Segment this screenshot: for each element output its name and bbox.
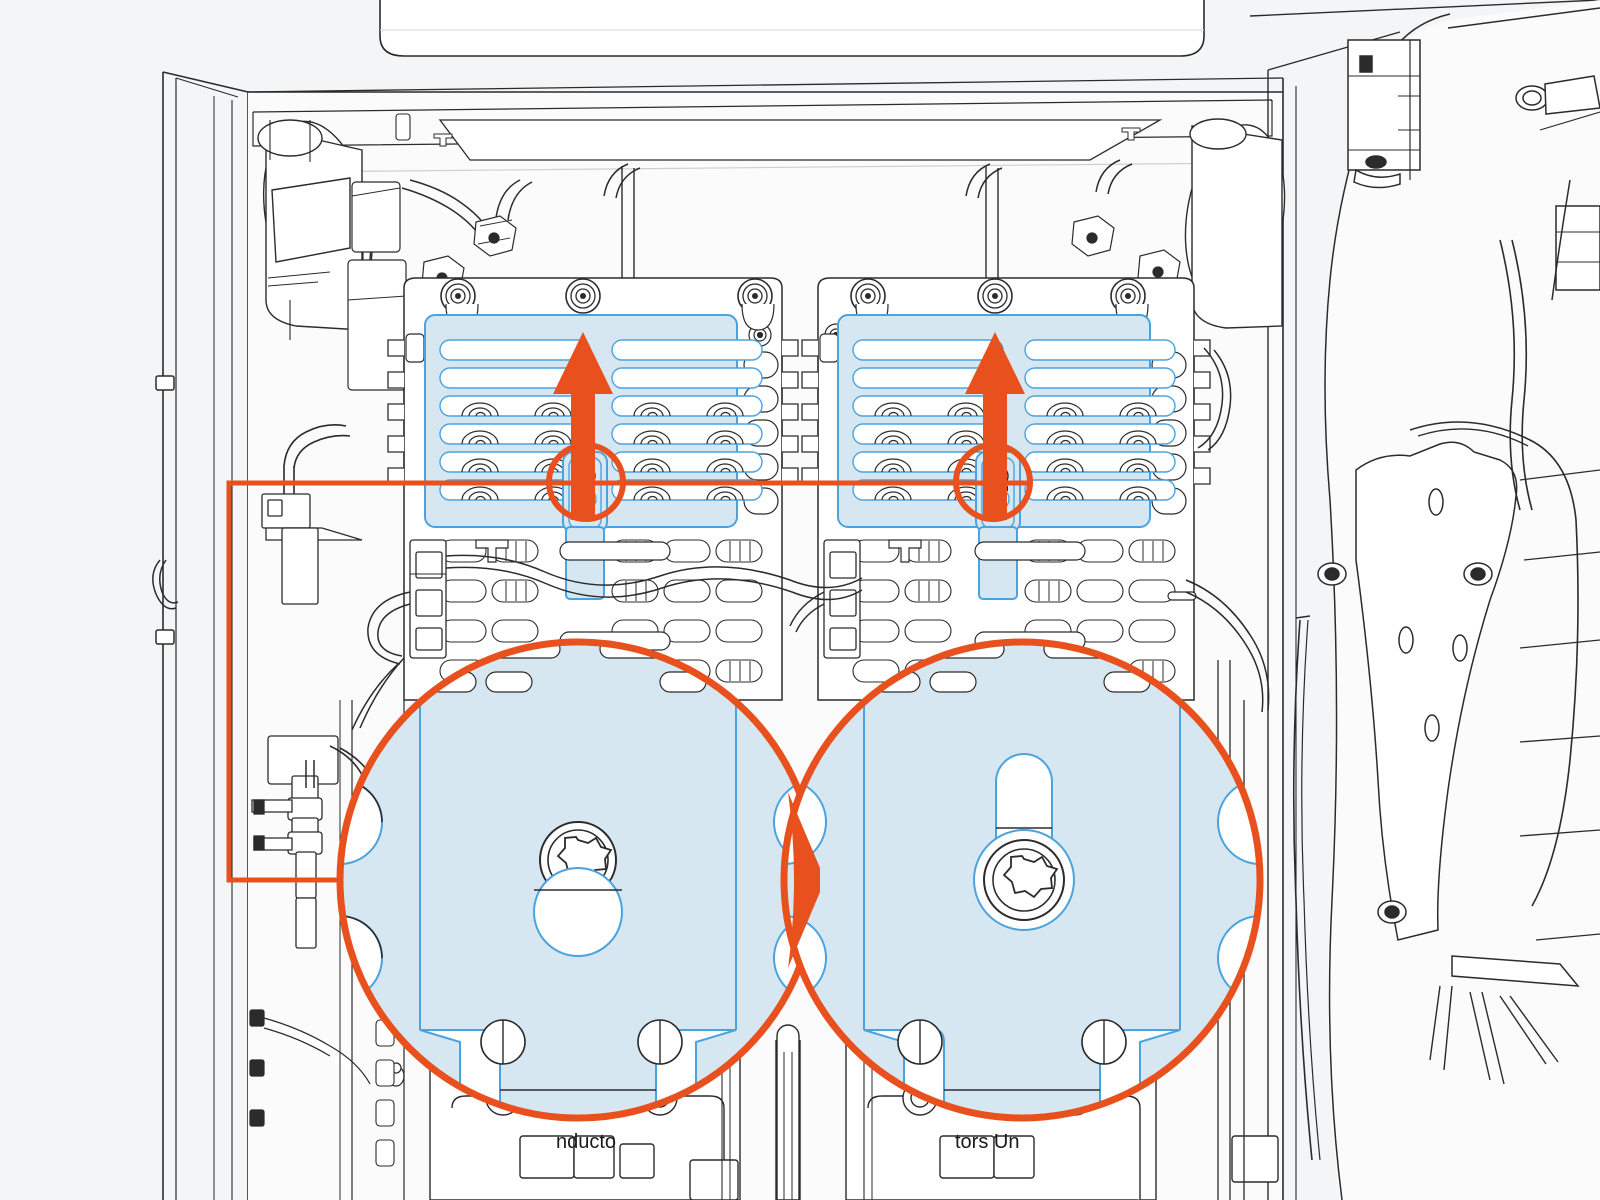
inductor-label-left: nducto xyxy=(556,1131,616,1153)
screw-highlight-left xyxy=(546,442,626,522)
terminal-connector-left xyxy=(409,539,447,659)
screw-highlight-right xyxy=(953,442,1033,522)
inductor-label-right: tors Un xyxy=(955,1131,1019,1153)
hose-clip-left xyxy=(152,375,179,645)
lift-arrow-left xyxy=(553,332,613,520)
pressure-sensor-assembly xyxy=(251,424,382,949)
lift-arrow-right xyxy=(965,332,1025,520)
rotate-arrow-center xyxy=(788,792,820,968)
blower-fan-right xyxy=(1184,118,1286,329)
dc-wiring-harness xyxy=(351,554,863,731)
right-cable-loop xyxy=(1185,347,1270,713)
fan-mount-bracket-left xyxy=(347,181,407,391)
terminal-connector-right xyxy=(823,539,861,659)
door-hinge-assembly xyxy=(1292,0,1600,1200)
